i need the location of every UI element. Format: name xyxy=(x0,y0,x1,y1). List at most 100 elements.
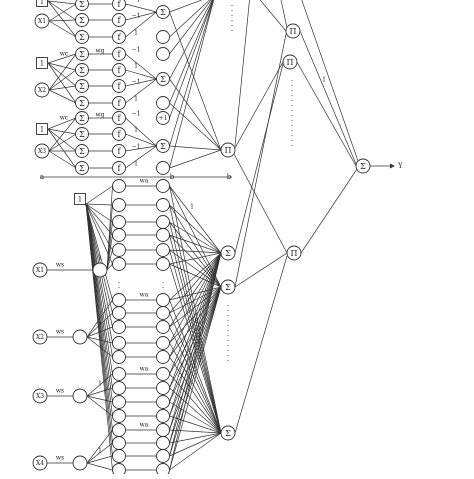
output-sum-node xyxy=(156,139,170,153)
output-node xyxy=(156,96,170,110)
activation-node-label: f xyxy=(118,99,122,108)
edge-to-sum xyxy=(169,252,222,417)
weight-one: 1 xyxy=(322,77,326,84)
edge-bias-sum xyxy=(47,0,77,21)
input-node-lower-label: X1 xyxy=(36,267,44,274)
edge-to-sum xyxy=(169,286,222,344)
lower-node xyxy=(112,198,126,212)
input-node-lower xyxy=(32,329,48,345)
lower-node xyxy=(112,257,126,271)
weight-wg: wg xyxy=(96,112,105,119)
edge-f-sigma xyxy=(125,69,157,80)
weight-label: 1 xyxy=(134,30,138,37)
edge-to-sum xyxy=(169,252,222,328)
product-node-a xyxy=(285,23,301,39)
input-node-label: X3 xyxy=(38,148,46,155)
weight-wa: wa xyxy=(140,178,149,185)
bias-input xyxy=(36,0,48,7)
lower-out-node xyxy=(156,228,170,242)
edge-to-sum xyxy=(169,326,222,434)
product-node-b xyxy=(282,54,298,70)
mid-sum-node xyxy=(220,245,236,261)
activation-node xyxy=(112,0,126,11)
lower-out-node xyxy=(156,320,170,334)
edge-product-c xyxy=(233,153,288,254)
weight-ws: ws xyxy=(56,262,64,269)
activation-node-label: f xyxy=(118,164,122,173)
hub-node xyxy=(92,262,108,278)
lower-node xyxy=(112,179,126,193)
edge-hub-node xyxy=(86,455,113,464)
activation-node-label: f xyxy=(118,33,122,42)
edge-f-sigma xyxy=(125,117,157,147)
lower-node xyxy=(112,243,126,257)
activation-node xyxy=(112,63,126,77)
sum-node xyxy=(75,0,89,11)
edge-f-sigma xyxy=(125,145,157,169)
edge-to-sum xyxy=(169,299,222,434)
sum-node-label: Σ xyxy=(79,66,85,75)
weight-label: 1 xyxy=(134,161,138,168)
weight-wc: wc xyxy=(60,51,69,58)
separator-a: a xyxy=(40,173,44,181)
input-node xyxy=(34,13,50,29)
separator-b: b xyxy=(170,173,175,181)
sum-node-label: Σ xyxy=(79,114,85,123)
nodes-layer xyxy=(32,0,371,477)
edge-x-sum xyxy=(48,53,77,91)
lower-node xyxy=(112,423,126,437)
edge-x-sum xyxy=(48,117,77,152)
lower-out-node xyxy=(156,306,170,320)
sum-node-label: Σ xyxy=(79,33,85,42)
weight-label: 1 xyxy=(134,96,138,103)
product-node-a-label: Π xyxy=(290,27,297,36)
lower-out-node xyxy=(156,257,170,271)
lower-node xyxy=(112,395,126,409)
activation-node xyxy=(112,30,126,44)
edge-to-top xyxy=(169,0,214,119)
input-node-lower xyxy=(32,262,48,278)
bias-input xyxy=(36,57,48,69)
edge-to-product xyxy=(169,145,222,151)
edge-f-sigma xyxy=(125,11,157,21)
edge-to-sum xyxy=(169,252,222,265)
edge-to-sum xyxy=(169,252,222,375)
lower-out-node xyxy=(156,423,170,437)
lower-node xyxy=(112,350,126,364)
edges-layer xyxy=(40,0,395,471)
edge-to-sum xyxy=(169,252,222,431)
lower-out-node xyxy=(156,336,170,350)
edge-to-top xyxy=(169,0,214,104)
output-arrowhead xyxy=(390,163,395,169)
lower-out-node xyxy=(156,243,170,257)
weight-label: 1 xyxy=(134,127,138,134)
edge-to-product xyxy=(169,149,222,169)
edge-bias-node xyxy=(85,203,113,265)
mid-sum-node-label: Σ xyxy=(225,249,231,258)
edge-bias-node xyxy=(85,203,113,471)
activation-node-label: f xyxy=(118,66,122,75)
edge-bias-sum xyxy=(47,62,77,104)
input-node-lower xyxy=(32,388,48,404)
edge-bias-node xyxy=(85,203,113,358)
edge-to-sum xyxy=(169,373,222,434)
edge-hub-node xyxy=(106,234,113,271)
edge-to-sum xyxy=(169,249,222,254)
edge-to-sum xyxy=(169,252,222,314)
edge-to-top xyxy=(169,0,213,80)
bias-input-lower xyxy=(74,193,86,205)
weight-one: 1 xyxy=(190,204,194,211)
product-node-b-label: Π xyxy=(287,58,294,67)
sum-node-label: Σ xyxy=(79,147,85,156)
edge-hub-node xyxy=(86,442,113,464)
lower-out-node xyxy=(156,198,170,212)
edge-hub-node xyxy=(86,429,113,464)
lower-out-node xyxy=(156,449,170,463)
edge-bias-node xyxy=(85,203,113,251)
edge-bias-node xyxy=(85,203,113,206)
lower-out-node xyxy=(156,381,170,395)
edge-to-sum xyxy=(169,432,222,457)
edge-x-sum xyxy=(48,85,77,91)
input-node-label: X2 xyxy=(38,87,46,94)
